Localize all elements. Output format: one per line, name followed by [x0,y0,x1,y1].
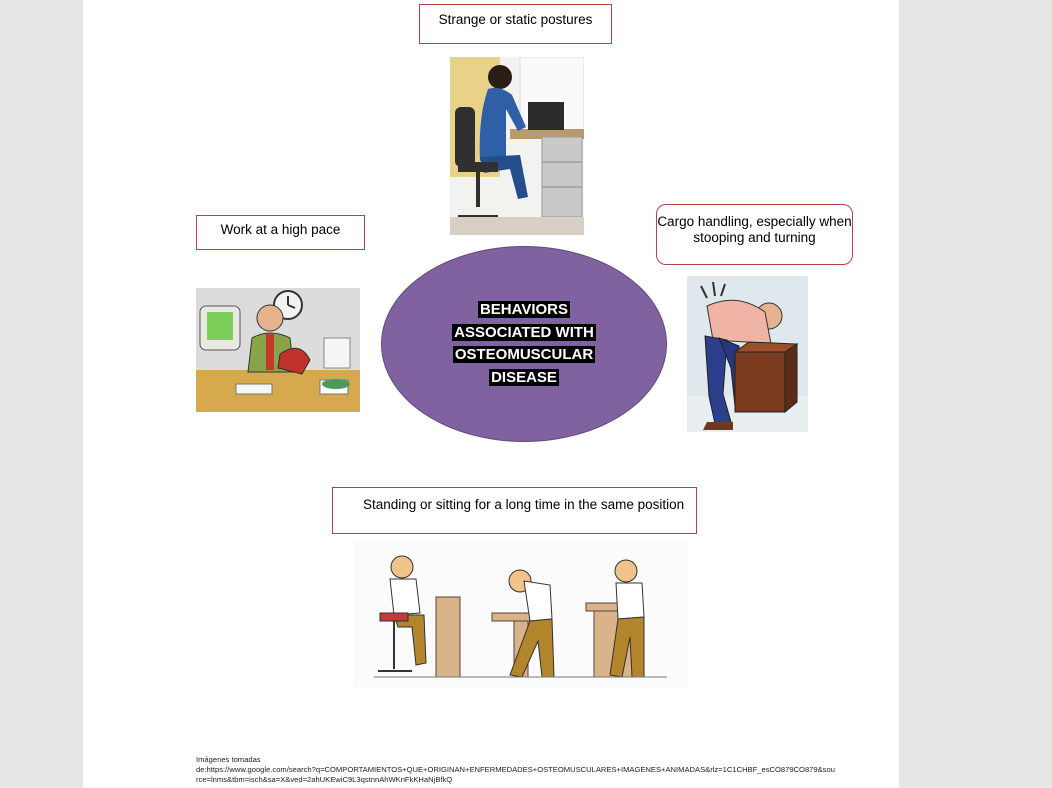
stressed-worker-image [196,288,360,412]
label-cargo-handling: Cargo handling, especially when stooping… [656,204,853,265]
source-note-line-1: Imágenes tomadas [196,755,261,764]
lifting-box-image [687,276,808,432]
image-source-note: Imágenes tomadas de:https://www.google.c… [196,755,836,785]
center-title: BEHAVIORS ASSOCIATED WITH OSTEOMUSCULAR … [452,301,596,386]
label-long-time-position: Standing or sitting for a long time in t… [332,487,697,534]
label-strange-postures: Strange or static postures [419,4,612,44]
office-worker-image [450,57,584,235]
postures-image [354,541,687,687]
source-note-url: de:https://www.google.com/search?q=COMPO… [196,765,835,784]
center-ellipse: BEHAVIORS ASSOCIATED WITH OSTEOMUSCULAR … [381,246,667,442]
label-high-pace: Work at a high pace [196,215,365,250]
